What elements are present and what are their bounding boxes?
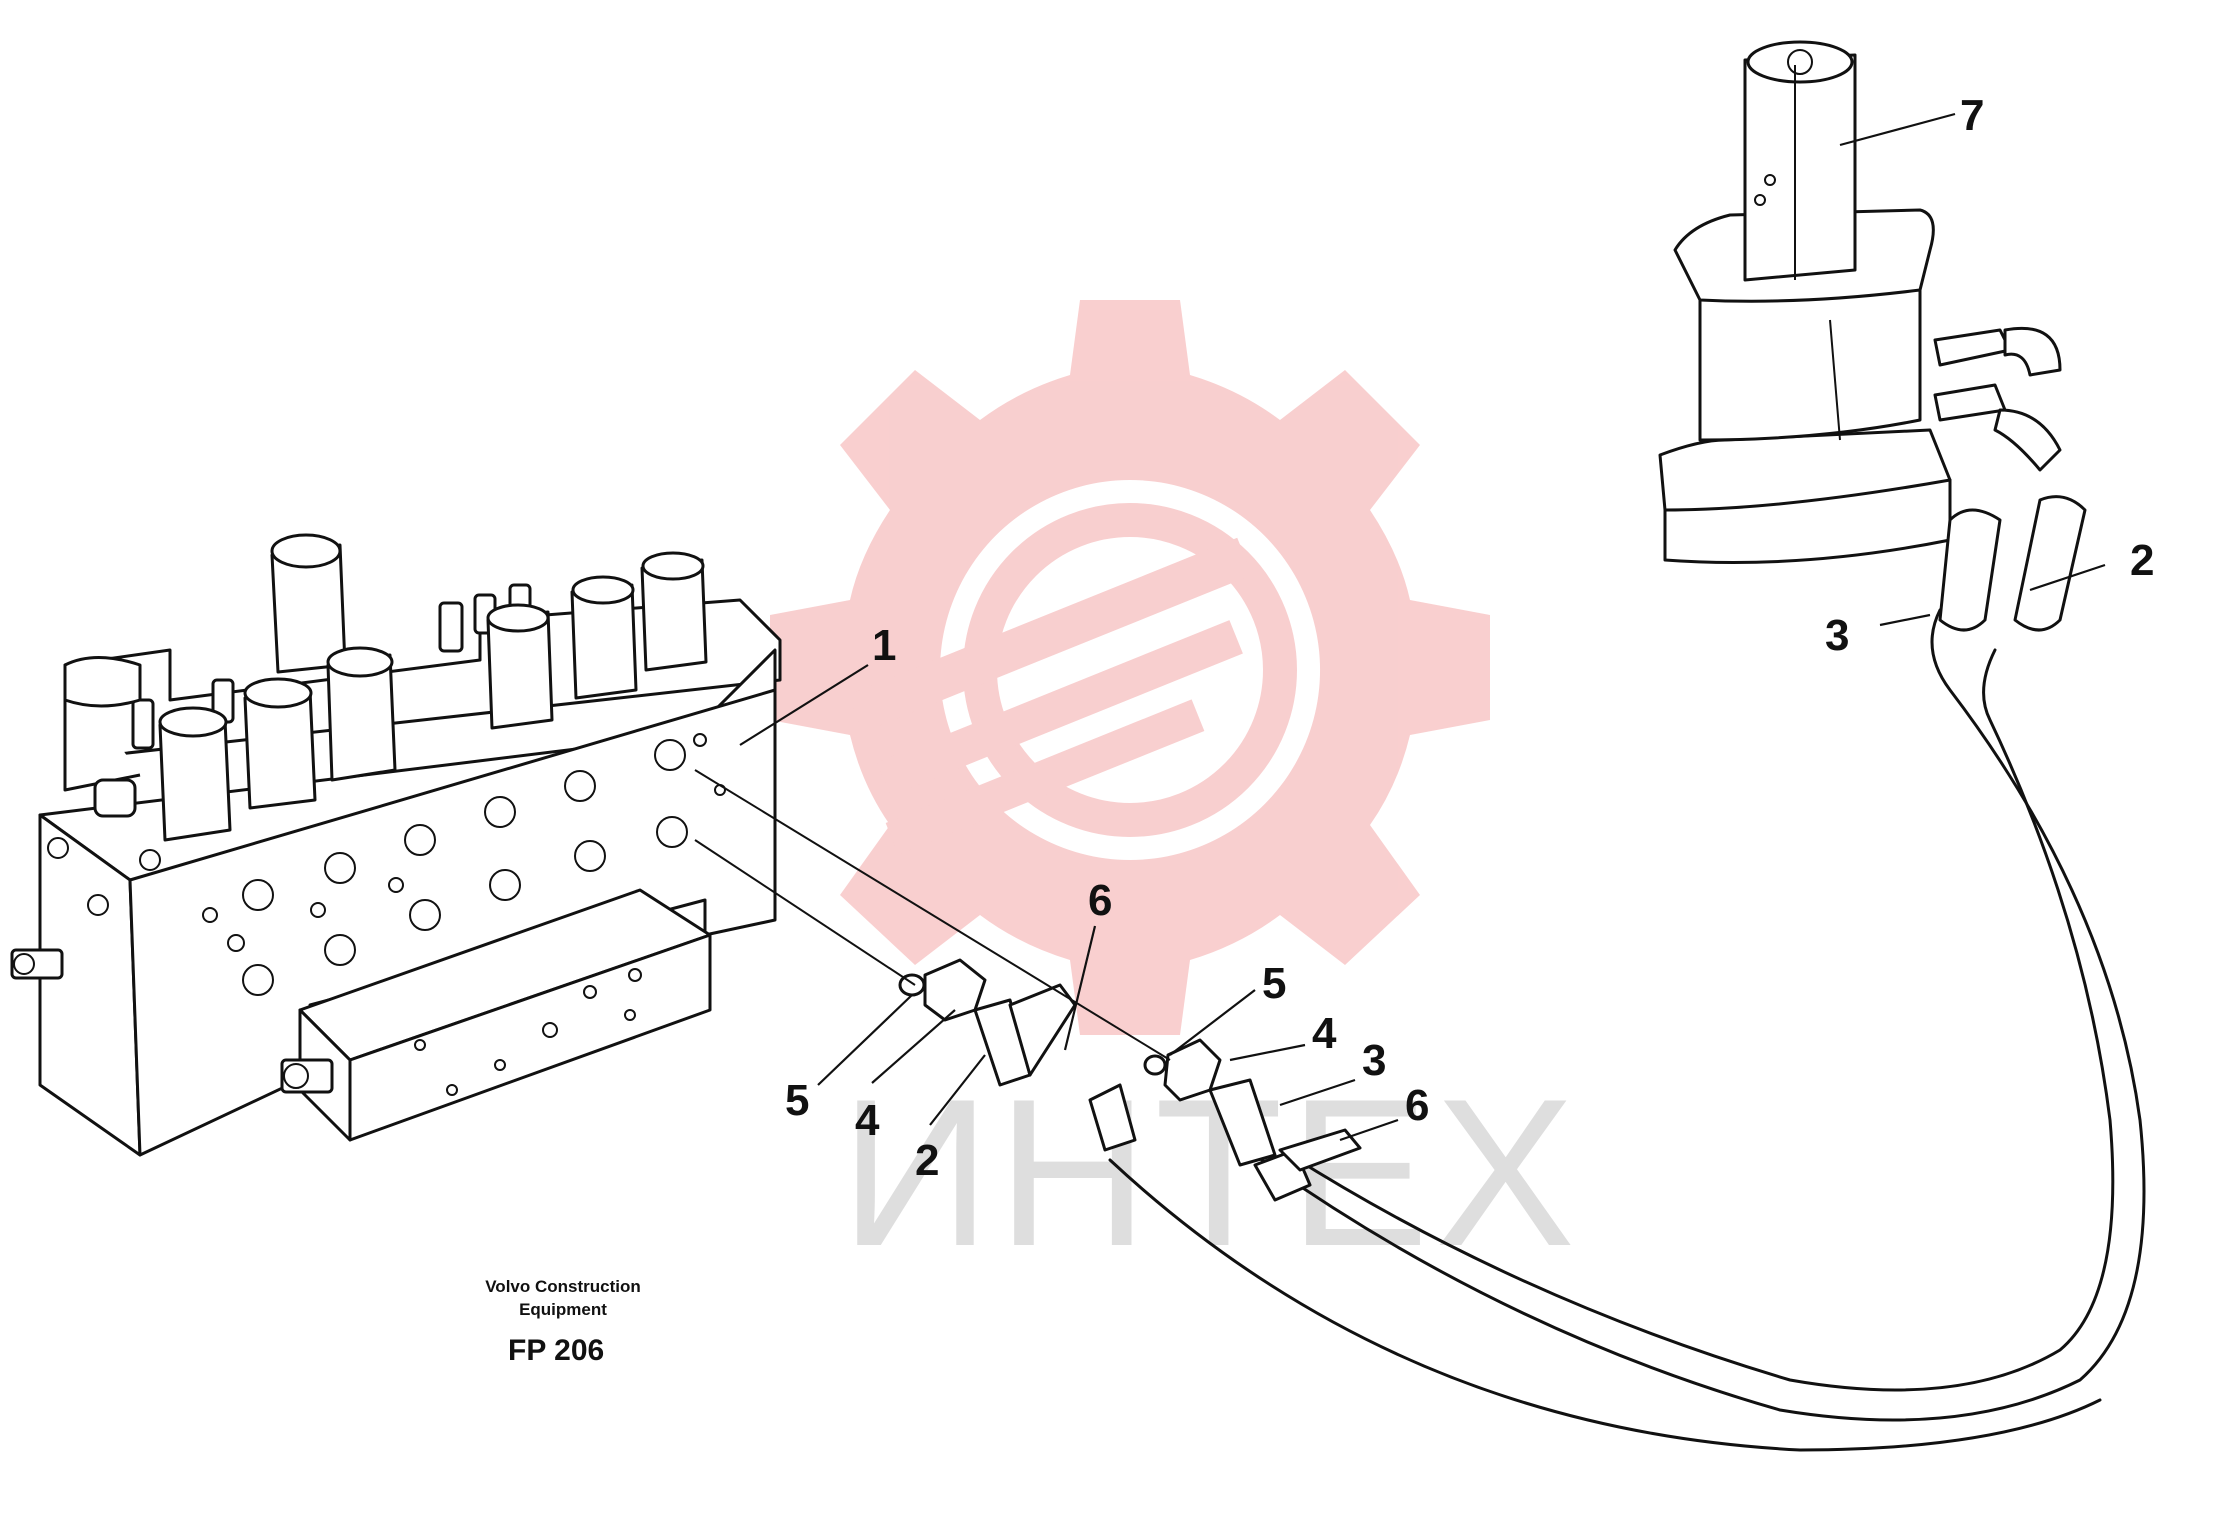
callout-7: 7	[1960, 91, 1984, 140]
callout-4-right: 4	[1312, 1009, 1337, 1058]
callout-2-top: 2	[2130, 536, 2154, 585]
credit-line-2: Equipment	[519, 1300, 607, 1319]
solenoid-group	[158, 533, 708, 842]
callout-3-top: 3	[1825, 611, 1849, 660]
callout-labels: 1 7 2 3 6 5 4 2 5 4 3 6	[785, 91, 2154, 1185]
figure-code: FP 206	[508, 1334, 604, 1367]
callout-3-right: 3	[1362, 1036, 1386, 1085]
callout-5-right: 5	[1262, 959, 1286, 1008]
watermark-text: ИНТЕХ	[840, 1055, 1581, 1290]
hose-assembly	[694, 495, 2146, 1452]
callout-6-right: 6	[1405, 1081, 1429, 1130]
callout-2-left: 2	[915, 1136, 939, 1185]
callout-4-left: 4	[855, 1096, 880, 1145]
credit-line-1: Volvo Construction	[485, 1277, 641, 1296]
leader-lines	[739, 112, 2106, 1142]
swivel-joint	[1658, 40, 2062, 564]
callout-5-left: 5	[785, 1076, 809, 1125]
watermark-gear-icon	[770, 300, 1490, 1035]
callout-6-left: 6	[1088, 876, 1112, 925]
callout-1: 1	[872, 621, 896, 670]
control-valve-block	[10, 533, 782, 1157]
figure-credit: Volvo Construction Equipment FP 206	[485, 1277, 641, 1367]
